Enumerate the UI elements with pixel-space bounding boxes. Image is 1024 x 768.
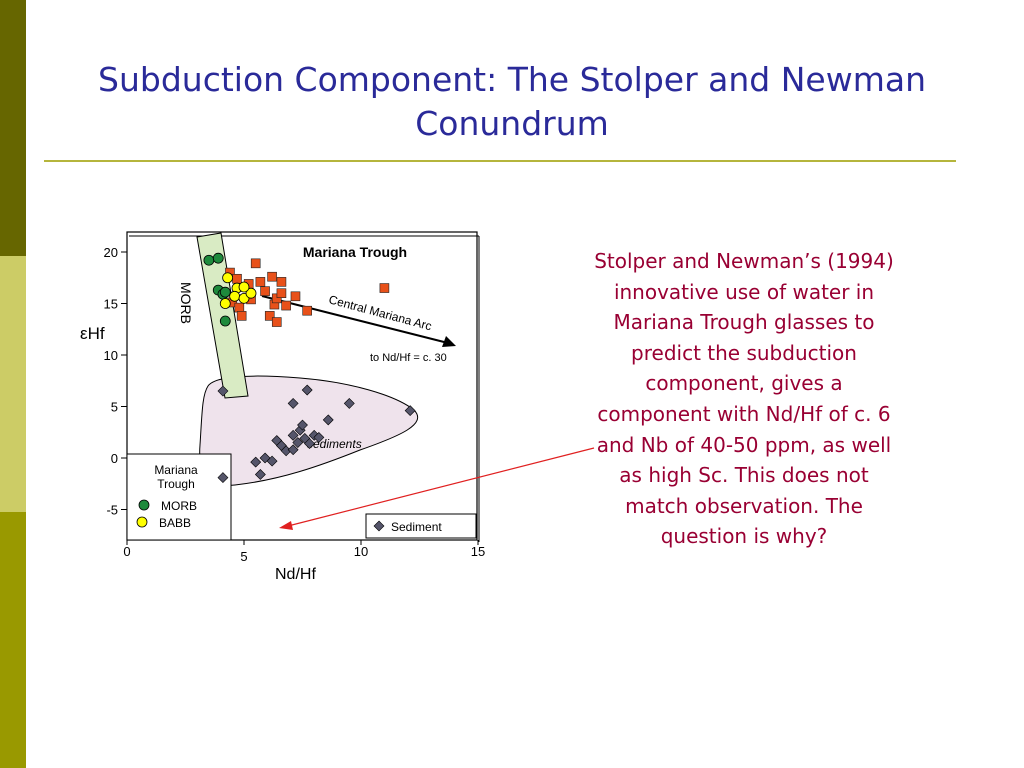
central-mariana-arc-point xyxy=(379,283,390,293)
x-tick-label: 10 xyxy=(354,544,368,559)
sediment-point xyxy=(266,455,278,467)
x-tick-label: 5 xyxy=(240,549,247,564)
central-mariana-arc-point xyxy=(281,300,291,311)
legend-sediment-label: Sediment xyxy=(391,520,442,534)
sediment-point xyxy=(301,384,313,396)
legend-sediment-marker xyxy=(373,520,385,532)
sediment-point xyxy=(322,414,334,426)
sediment-point xyxy=(292,437,304,448)
y-tick-label: 5 xyxy=(111,400,118,415)
morb-point xyxy=(219,286,231,298)
sediment-point xyxy=(287,444,299,456)
y-tick-label: 15 xyxy=(104,297,118,312)
sediment-point xyxy=(313,431,325,443)
central-mariana-arc-point xyxy=(267,271,277,282)
legend-morb-marker xyxy=(138,499,150,511)
babb-point xyxy=(238,281,250,293)
central-mariana-arc-point xyxy=(236,311,247,321)
central-mariana-arc-point xyxy=(302,305,312,316)
sediment-point xyxy=(297,419,308,431)
central-mariana-arc-point xyxy=(276,288,287,299)
arc-arrowhead xyxy=(442,336,456,347)
morb-point xyxy=(219,315,231,327)
left-accent-bar-mid xyxy=(0,512,26,768)
chart-title: Mariana Trough xyxy=(303,244,407,260)
central-mariana-arc-point xyxy=(250,258,261,269)
morb-field-label: MORB xyxy=(178,282,194,324)
body-text: Stolper and Newman’s (1994) innovative u… xyxy=(594,249,894,549)
slide-title: Subduction Component: The Stolper and Ne… xyxy=(98,60,926,143)
y-tick-label: 20 xyxy=(104,245,118,260)
sediment-point xyxy=(217,472,229,483)
central-mariana-arc-point xyxy=(264,311,275,321)
babb-point xyxy=(222,272,234,284)
inset-title-line2: Trough xyxy=(157,477,195,491)
sediment-point xyxy=(304,438,315,450)
y-axis-title: εHf xyxy=(80,324,105,343)
sediment-point xyxy=(343,397,355,409)
sediment-point xyxy=(254,469,266,480)
babb-point xyxy=(245,287,257,299)
arc-arrow-label: to Nd/Hf = c. 30 xyxy=(370,352,447,364)
y-tick-label: -5 xyxy=(106,503,118,518)
morb-point xyxy=(212,252,224,264)
legend-babb-marker xyxy=(136,516,148,528)
y-tick-label: 10 xyxy=(104,348,118,363)
legend-babb-label: BABB xyxy=(159,516,191,530)
left-accent-bar-dark xyxy=(0,0,26,256)
sediment-point xyxy=(404,405,416,417)
central-mariana-arc-point xyxy=(271,317,282,327)
pointer-arrowhead xyxy=(279,521,293,530)
title-divider xyxy=(44,160,956,162)
arc-arrow xyxy=(261,295,449,344)
sediment-point xyxy=(287,429,299,441)
sediment-point xyxy=(250,456,262,468)
central-mariana-arc-point xyxy=(276,277,287,287)
morb-field xyxy=(196,232,249,399)
inset-title-line1: Mariana xyxy=(154,463,198,477)
sediment-point xyxy=(287,397,299,409)
y-tick-label: 0 xyxy=(111,451,118,466)
babb-point xyxy=(219,298,231,309)
left-accent-bar-light xyxy=(0,256,26,512)
central-mariana-arc-point xyxy=(260,286,270,296)
x-axis-title: Nd/Hf xyxy=(275,566,316,583)
x-tick-label: 0 xyxy=(123,544,130,559)
pointer-arrow xyxy=(287,447,595,527)
sediment-point xyxy=(217,385,229,397)
legend-morb-label: MORB xyxy=(161,499,197,513)
central-mariana-arc-point xyxy=(290,291,301,302)
x-tick-label: 15 xyxy=(471,544,485,559)
